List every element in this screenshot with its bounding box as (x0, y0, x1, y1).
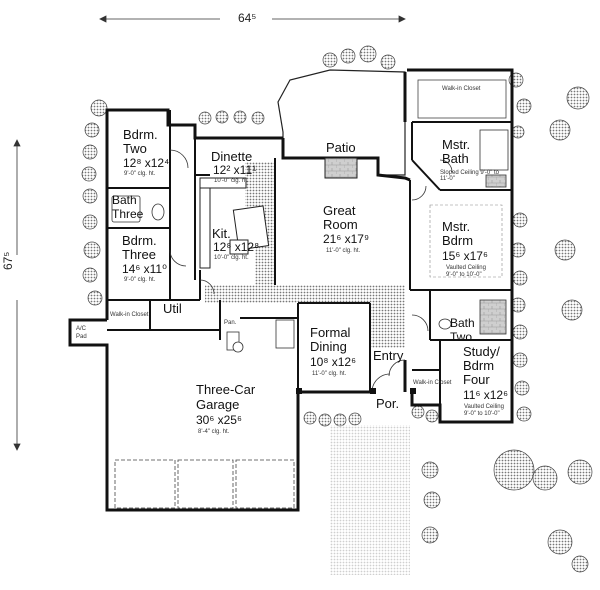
utility-name: Util (163, 301, 182, 316)
kitchen-ceiling: 10'-0" clg. ht. (214, 255, 249, 261)
mstr-bdrm-dimensions: 15⁶ x17⁶ (442, 249, 488, 263)
overall-width-label: 64⁵ (238, 11, 257, 25)
util-walk-in-closet-label: Walk-in Closet (110, 312, 149, 318)
study-walk-in-closet-label: Walk-in Closet (413, 380, 452, 386)
interior-walls (107, 110, 512, 405)
mstr-bdrm-name-2: Bdrm (442, 233, 474, 248)
bdrm-three-ceiling: 9'-0" clg. ht. (124, 277, 156, 283)
great-room-name-2: Room (323, 217, 358, 232)
kitchen-dimensions: 12⁸ x12⁸ (213, 240, 260, 254)
bath-two-name: Bath (450, 316, 475, 330)
bathroom-fixtures (111, 129, 509, 353)
ac-pad-label: A/C (76, 326, 87, 332)
overall-depth-dimension (13, 139, 21, 451)
formal-dining-name-2: Dining (310, 339, 347, 354)
garage-ceiling: 8'-4" clg. ht. (198, 429, 230, 435)
mstr-bdrm-name: Mstr. (442, 219, 471, 234)
formal-dining-ceiling: 11'-0" clg. ht. (312, 371, 347, 377)
patio-name: Patio (326, 140, 356, 155)
bdrm-two-name-2: Two (123, 141, 147, 156)
bdrm-two-ceiling: 9'-0" clg. ht. (124, 171, 156, 177)
great-room-ceiling: 11'-0" clg. ht. (326, 248, 361, 254)
kitchen-name: Kit. (212, 226, 231, 241)
mstr-bdrm-ceiling-2: 9'-0" to 10'-0" (446, 272, 482, 278)
study-name-2: Bdrm (463, 358, 495, 373)
bath-three-name: Bath (112, 193, 137, 207)
garage-dimensions: 30⁶ x25⁶ (196, 413, 242, 427)
pantry-label: Pan. (224, 320, 237, 326)
overall-width-dimension (99, 15, 406, 23)
dinette-name: Dinette (211, 149, 253, 164)
mstr-bdrm-ceiling-outline (429, 204, 503, 278)
dinette-dimensions: 12² x11¹ (213, 163, 257, 177)
great-room-name: Great (323, 203, 356, 218)
mstr-bath-name-2: Bath (442, 151, 469, 166)
study-ceiling: Vaulted Ceiling (464, 404, 504, 410)
study-name: Study/ (463, 344, 500, 359)
bath-two-name-2: Two (450, 330, 473, 344)
formal-dining-name: Formal (310, 325, 351, 340)
bdrm-three-dimensions: 14⁶ x11⁰ (122, 262, 167, 276)
garage-doors (114, 459, 295, 509)
landscaping-shrubs (81, 45, 593, 573)
mstr-walk-in-closet-label: Walk-in Closet (442, 86, 481, 92)
garage-name: Three-Car (196, 382, 256, 397)
mstr-bdrm-ceiling: Vaulted Ceiling (446, 265, 486, 271)
formal-dining-dimensions: 10⁸ x12⁶ (310, 355, 357, 369)
kitchen-counters (199, 177, 270, 269)
dinette-ceiling: 10'-0" clg. ht. (214, 178, 249, 184)
great-room-dimensions: 21⁶ x17⁹ (323, 232, 370, 246)
bdrm-two-name: Bdrm. (123, 127, 158, 142)
bath-three-name-2: Three (112, 207, 144, 221)
porch-columns (296, 388, 416, 394)
study-dimensions: 11⁶ x12⁶ (463, 388, 509, 402)
fireplace (324, 157, 358, 179)
mstr-bath-name: Mstr. (442, 137, 471, 152)
bdrm-two-dimensions: 12⁸ x12⁴ (123, 156, 170, 170)
bdrm-three-name: Bdrm. (122, 233, 157, 248)
porch-name: Por. (376, 396, 400, 411)
overall-depth-label: 67⁵ (1, 251, 15, 270)
garage-name-2: Garage (196, 397, 240, 412)
walk-in-closet-shelving (417, 79, 507, 119)
ac-pad-label-2: Pad (76, 334, 87, 340)
front-walkway (330, 425, 410, 575)
bdrm-three-name-2: Three (122, 247, 156, 262)
entry-name: Entry (373, 348, 404, 363)
study-name-3: Four (463, 372, 490, 387)
study-ceiling-2: 9'-0" to 10'-0" (464, 411, 500, 417)
mstr-bath-ceiling: Sloped Ceiling 9'-0" to 11'-0" (440, 170, 499, 182)
